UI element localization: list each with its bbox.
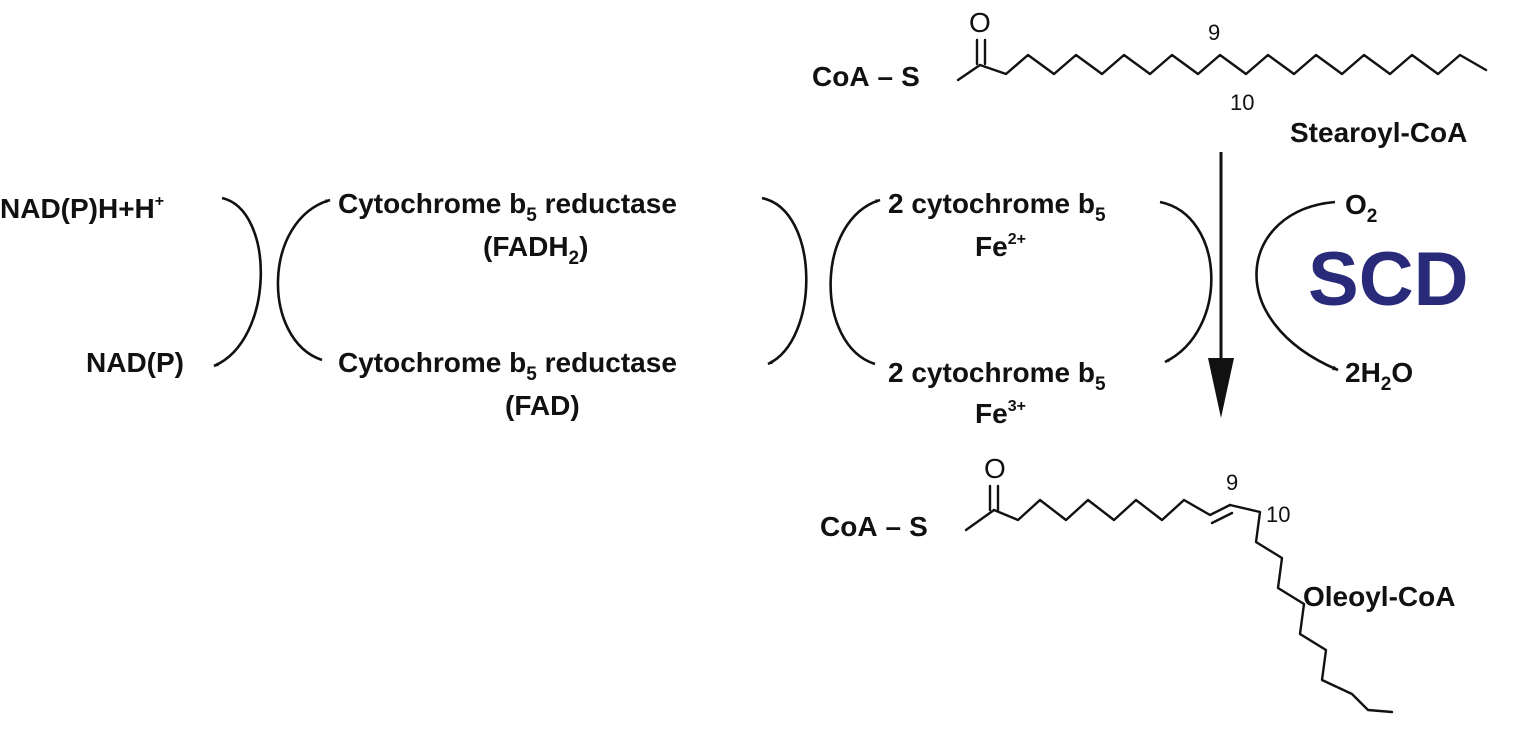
reductase-oxidized-cofactor: (FAD)	[505, 390, 580, 421]
oleoyl-carbon-10-label: 10	[1266, 502, 1290, 527]
reductase-reduced-to-oxidized-arc	[761, 196, 808, 366]
nadph-cofactors: NAD(P)H+H+ NAD(P)	[0, 193, 331, 378]
reductase-oxidized-to-reduced-arc	[276, 198, 331, 362]
oxygen-label: O2	[1345, 189, 1377, 227]
cytb5-reduced: 2 cytochrome b5 Fe2+	[888, 188, 1106, 262]
reductase-reduced: Cytochrome b5 reductase (FADH2)	[338, 188, 677, 269]
cytb5-reduced-iron: Fe2+	[975, 231, 1026, 262]
cytb5-to-scd-arc	[1159, 200, 1213, 364]
oleoyl-acyl-chain-lower	[1228, 503, 1394, 714]
stearoyl-thioester-bond	[956, 63, 982, 82]
nadp-label: NAD(P)	[86, 347, 184, 378]
oleoyl-coa-molecule: CoA–S O 9 10 Oleoyl-CoA	[820, 453, 1455, 714]
cytb5-reduced-label: 2 cytochrome b5	[888, 188, 1106, 226]
scd-enzyme-label: SCD	[1308, 237, 1468, 322]
main-reaction-arrow	[1208, 152, 1234, 418]
oxygen-to-water-arc	[1255, 200, 1339, 372]
nadph-to-nadp-arc	[213, 196, 263, 368]
stearoyl-carbon-10-label: 10	[1230, 90, 1254, 115]
reductase-reduced-cofactor: (FADH2)	[483, 231, 588, 269]
stearoyl-coa-group: CoA–S	[812, 61, 920, 92]
oleoyl-carbonyl-oxygen: O	[984, 453, 1006, 484]
stearoyl-acyl-chain	[978, 53, 1488, 76]
reductase-reduced-label: Cytochrome b5 reductase	[338, 188, 677, 226]
oxygen-branch: O2 2H2O SCD	[1255, 189, 1468, 395]
cytb5-oxidized-iron: Fe3+	[975, 398, 1026, 429]
reductase-oxidized-label: Cytochrome b5 reductase	[338, 347, 677, 385]
water-label: 2H2O	[1345, 357, 1413, 395]
cytb5-oxidized-to-reduced-arc	[829, 198, 881, 366]
nadph-label: NAD(P)H+H+	[0, 193, 164, 224]
cytb5-oxidized: 2 cytochrome b5 Fe3+	[888, 357, 1106, 429]
cytb5-oxidized-label: 2 cytochrome b5	[888, 357, 1106, 395]
oleoyl-coa-group: CoA–S	[820, 511, 928, 542]
oleoyl-coa-label: Oleoyl-CoA	[1303, 581, 1455, 612]
oleoyl-thioester-bond	[964, 508, 996, 532]
stearoyl-carbon-9-label: 9	[1208, 20, 1220, 45]
reductase-oxidized: Cytochrome b5 reductase (FAD)	[338, 347, 677, 421]
oleoyl-cis-double-bond	[1210, 511, 1234, 525]
stearoyl-coa-molecule: CoA–S O 9 10 Stearoyl-CoA	[812, 7, 1488, 148]
oleoyl-acyl-chain-upper	[992, 498, 1232, 522]
oleoyl-carbon-9-label: 9	[1226, 470, 1238, 495]
stearoyl-coa-label: Stearoyl-CoA	[1290, 117, 1467, 148]
stearoyl-carbonyl-oxygen: O	[969, 7, 991, 38]
